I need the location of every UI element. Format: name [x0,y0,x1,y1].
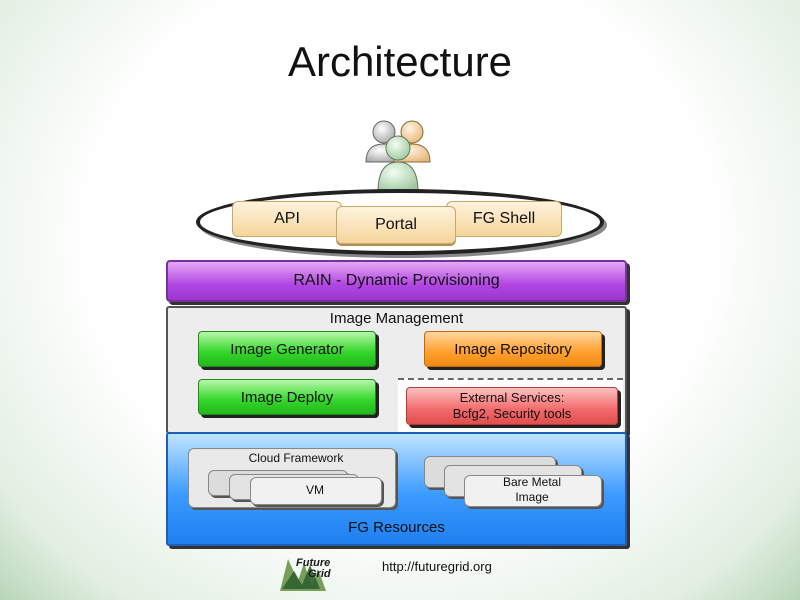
vm-card [250,477,382,505]
portal-label: Portal [375,216,417,233]
image-generator-box: Image Generator [198,331,376,367]
external-services-box: External Services: Bcfg2, Security tools [406,387,618,425]
api-label: API [274,210,300,227]
slide-title: Architecture [287,38,513,85]
bare-metal-card [464,475,602,507]
fg-shell-label: FG Shell [472,210,536,227]
fg-resources-label: FG Resources [348,519,445,536]
api-tab: API [232,201,342,237]
rain-provisioning-bar: RAIN - Dynamic Provisioning [166,260,627,302]
image-generator-label: Image Generator [230,340,344,358]
logo-text-grid: Grid [308,568,331,580]
futuregrid-logo: Future Grid [280,557,331,591]
external-services-line1: External Services: [459,390,565,405]
bare-metal-label: Bare Metal Image [464,475,600,505]
image-management-title: Image Management [329,310,464,327]
footer-url[interactable]: http://futuregrid.org [382,559,492,574]
rain-label: RAIN - Dynamic Provisioning [293,272,500,289]
portal-tab: Portal [336,206,456,244]
image-deploy-label: Image Deploy [240,388,334,406]
logo-text-future: Future [296,557,330,569]
bare-metal-line1: Bare Metal [502,475,562,489]
bare-metal-line2: Image [515,490,549,504]
cloud-framework-label: Cloud Framework [248,450,344,465]
vm-label: VM [306,482,324,497]
image-repository-box: Image Repository [424,331,602,367]
fg-shell-tab: FG Shell [446,201,562,237]
image-repository-label: Image Repository [454,340,572,358]
external-services-line2: Bcfg2, Security tools [452,406,572,421]
users-group-icon [365,120,431,193]
image-deploy-box: Image Deploy [198,379,376,415]
